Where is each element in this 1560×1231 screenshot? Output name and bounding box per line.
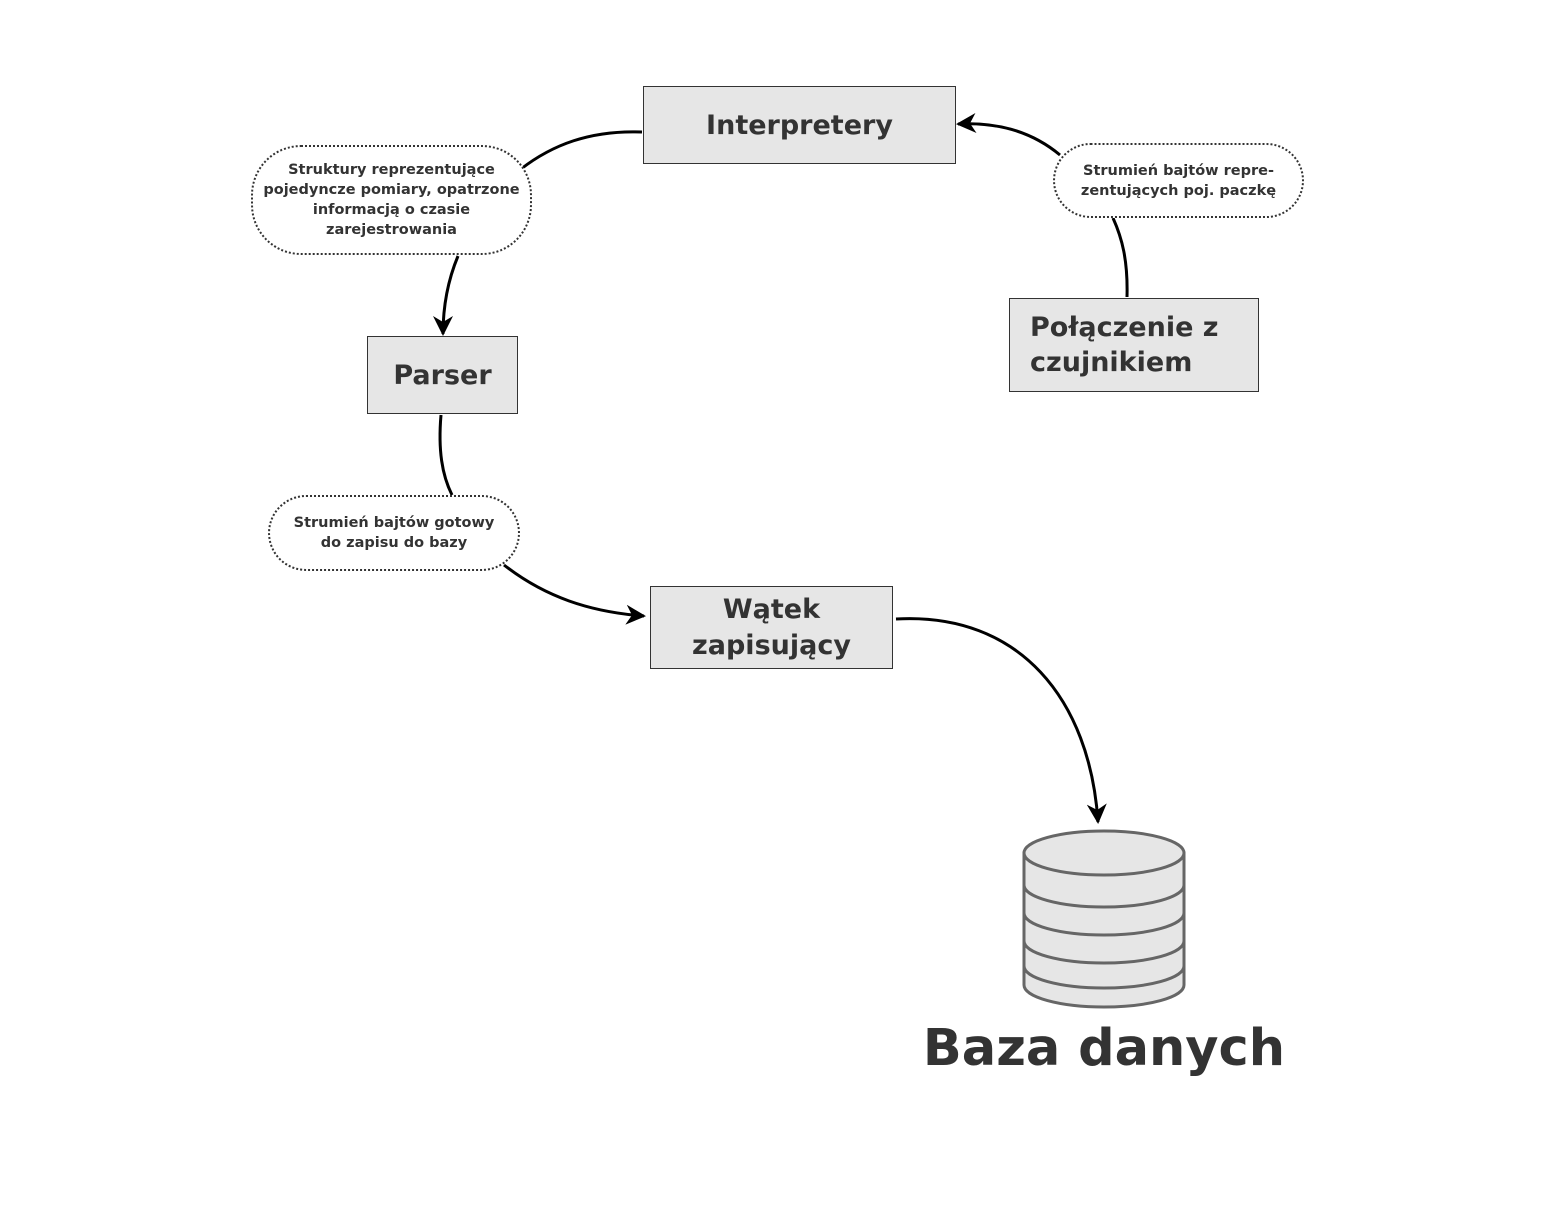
connector-polaczenie-to-bubble [1111,217,1129,298]
connector-interpretery-to-bubble [520,130,643,171]
arrow-bubble-to-parser [433,255,460,336]
edge-label-struktury: Struktury reprezentujące pojedyncze pomi… [251,145,532,255]
arrow-watek-to-database [895,617,1107,824]
node-polaczenie-z-czujnikiem: Połączenie z czujnikiem [1009,298,1259,392]
arrow-bubble-to-watek [503,563,646,625]
database-label: Baza danych [922,1019,1286,1078]
node-watek-label: Wątek zapisujący [692,593,851,661]
edge-label-bajty-gotowy-text: Strumień bajtów gotowy do zapisu do bazy [293,515,495,551]
node-parser-label: Parser [393,359,492,391]
node-interpretery-label: Interpretery [706,109,893,141]
node-polaczenie-label: Połączenie z czujnikiem [1030,312,1219,378]
connector-parser-to-bubble [438,414,454,496]
edge-label-struktury-text: Struktury reprezentujące pojedyncze pomi… [263,162,520,238]
node-watek-zapisujacy: Wątek zapisujący [650,586,893,669]
node-interpretery: Interpretery [643,86,956,164]
edge-label-bajty-gotowy: Strumień bajtów gotowy do zapisu do bazy [268,495,520,571]
database-icon [1022,829,1186,1009]
arrow-bubble-to-interpretery [956,113,1061,157]
node-parser: Parser [367,336,518,414]
edge-label-bajty-paczka: Strumień bajtów repre- zentujących poj. … [1053,143,1304,218]
edge-label-bajty-paczka-text: Strumień bajtów repre- zentujących poj. … [1080,162,1277,199]
